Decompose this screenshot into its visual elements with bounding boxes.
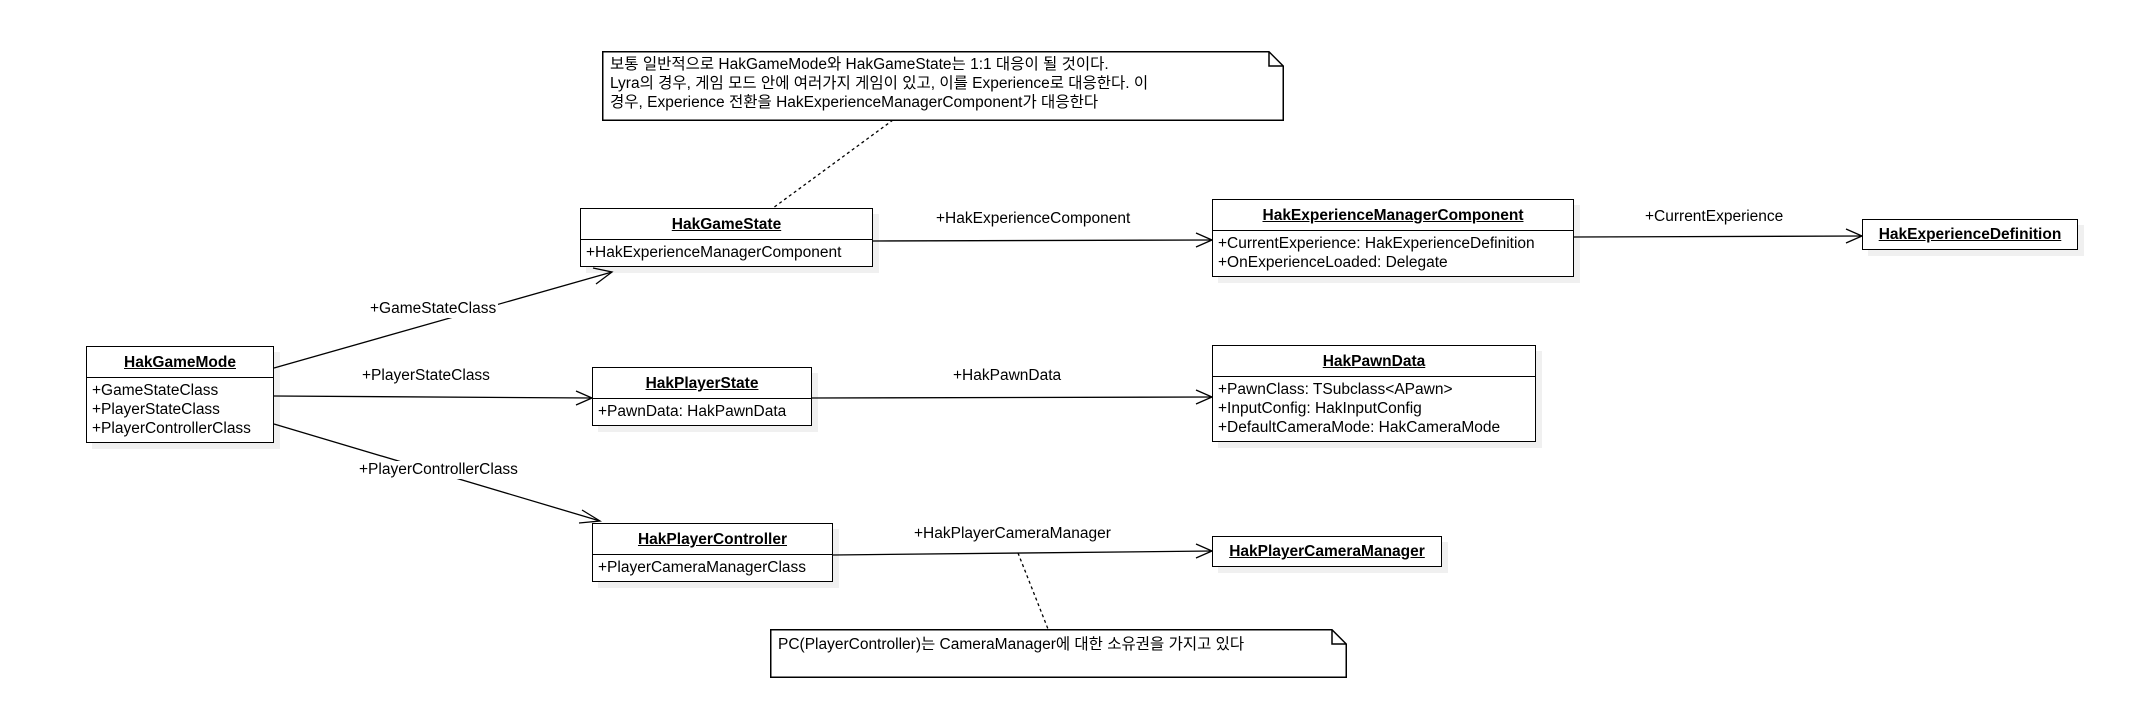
class-hak-pawn-data[interactable]: HakPawnData +PawnClass: TSubclass<APawn>…: [1212, 345, 1536, 442]
class-name: HakExperienceManagerComponent: [1262, 207, 1524, 224]
class-name: HakGameState: [671, 216, 782, 233]
label-player-state-class: +PlayerStateClass: [360, 367, 492, 385]
label-experience-component: +HakExperienceComponent: [934, 210, 1133, 228]
note-anchor-bottom: [1017, 552, 1049, 630]
attribute: +DefaultCameraMode: HakCameraMode: [1218, 419, 1501, 436]
attribute-list: +CurrentExperience: HakExperienceDefinit…: [1213, 230, 1573, 276]
class-name: HakGameMode: [124, 354, 236, 371]
class-name: HakPawnData: [1322, 353, 1426, 370]
attribute: +GameStateClass: [92, 382, 219, 399]
note-line: Lyra의 경우, 게임 모드 안에 여러가지 게임이 있고, 이를 Exper…: [610, 75, 1149, 92]
arrowhead: [592, 267, 614, 285]
note-frame: [770, 629, 1347, 678]
class-hak-experience-definition[interactable]: HakExperienceDefinition: [1862, 219, 2078, 250]
attribute: +PlayerCameraManagerClass: [598, 559, 807, 576]
attribute-list: +PawnData: HakPawnData: [593, 398, 811, 425]
note-text: 보통 일반적으로 HakGameMode와 HakGameState는 1:1 …: [610, 55, 1276, 112]
class-hak-experience-manager-component[interactable]: HakExperienceManagerComponent +CurrentEx…: [1212, 199, 1574, 277]
note-line: PC(PlayerController)는 CameraManager에 대한 …: [778, 636, 1245, 653]
attribute: +PawnClass: TSubclass<APawn>: [1218, 381, 1453, 398]
class-name: HakPlayerCameraManager: [1229, 543, 1425, 560]
note-line: 경우, Experience 전환을 HakExperienceManagerC…: [610, 94, 1099, 111]
attribute: +InputConfig: HakInputConfig: [1218, 400, 1422, 417]
class-hak-player-controller[interactable]: HakPlayerController +PlayerCameraManager…: [592, 523, 833, 582]
class-hak-player-state[interactable]: HakPlayerState +PawnData: HakPawnData: [592, 367, 812, 426]
attribute: +PlayerStateClass: [92, 401, 220, 418]
attribute-list: +PawnClass: TSubclass<APawn> +InputConfi…: [1213, 376, 1535, 441]
class-name: HakExperienceDefinition: [1878, 226, 2062, 243]
attribute: +PlayerControllerClass: [92, 420, 251, 437]
attribute-list: +PlayerCameraManagerClass: [593, 554, 832, 581]
class-hak-player-camera-manager[interactable]: HakPlayerCameraManager: [1212, 536, 1442, 567]
assoc-line-pawn-data: [811, 396, 1213, 399]
arrowhead: [578, 509, 603, 524]
label-player-controller-class: +PlayerControllerClass: [357, 461, 520, 479]
label-game-state-class: +GameStateClass: [368, 300, 499, 318]
note-line: 보통 일반적으로 HakGameMode와 HakGameState는 1:1 …: [610, 56, 1109, 73]
assoc-line-current-experience: [1573, 235, 1863, 238]
note-text: PC(PlayerController)는 CameraManager에 대한 …: [778, 635, 1339, 654]
attribute-list: +HakExperienceManagerComponent: [581, 239, 872, 266]
label-pawn-data: +HakPawnData: [951, 367, 1064, 385]
class-name: HakPlayerState: [645, 375, 759, 392]
note-anchor-top: [772, 119, 894, 209]
assoc-line-player-state: [273, 395, 593, 399]
class-hak-game-state[interactable]: HakGameState +HakExperienceManagerCompon…: [580, 208, 873, 267]
attribute-list: +GameStateClass +PlayerStateClass +Playe…: [87, 377, 273, 442]
assoc-line-camera-manager: [832, 550, 1213, 556]
class-hak-game-mode[interactable]: HakGameMode +GameStateClass +PlayerState…: [86, 346, 274, 443]
label-current-experience: +CurrentExperience: [1643, 208, 1786, 226]
class-name: HakPlayerController: [637, 531, 788, 548]
attribute: +PawnData: HakPawnData: [598, 403, 787, 420]
note-frame: [602, 51, 1284, 121]
assoc-line-game-state: [273, 271, 613, 369]
attribute: +OnExperienceLoaded: Delegate: [1218, 254, 1448, 271]
assoc-line-experience-component: [872, 239, 1213, 242]
label-camera-manager: +HakPlayerCameraManager: [912, 525, 1113, 543]
note-bottom[interactable]: PC(PlayerController)는 CameraManager에 대한 …: [770, 629, 1347, 678]
attribute: +CurrentExperience: HakExperienceDefinit…: [1218, 235, 1535, 252]
note-top[interactable]: 보통 일반적으로 HakGameMode와 HakGameState는 1:1 …: [602, 51, 1284, 121]
attribute: +HakExperienceManagerComponent: [586, 244, 842, 261]
